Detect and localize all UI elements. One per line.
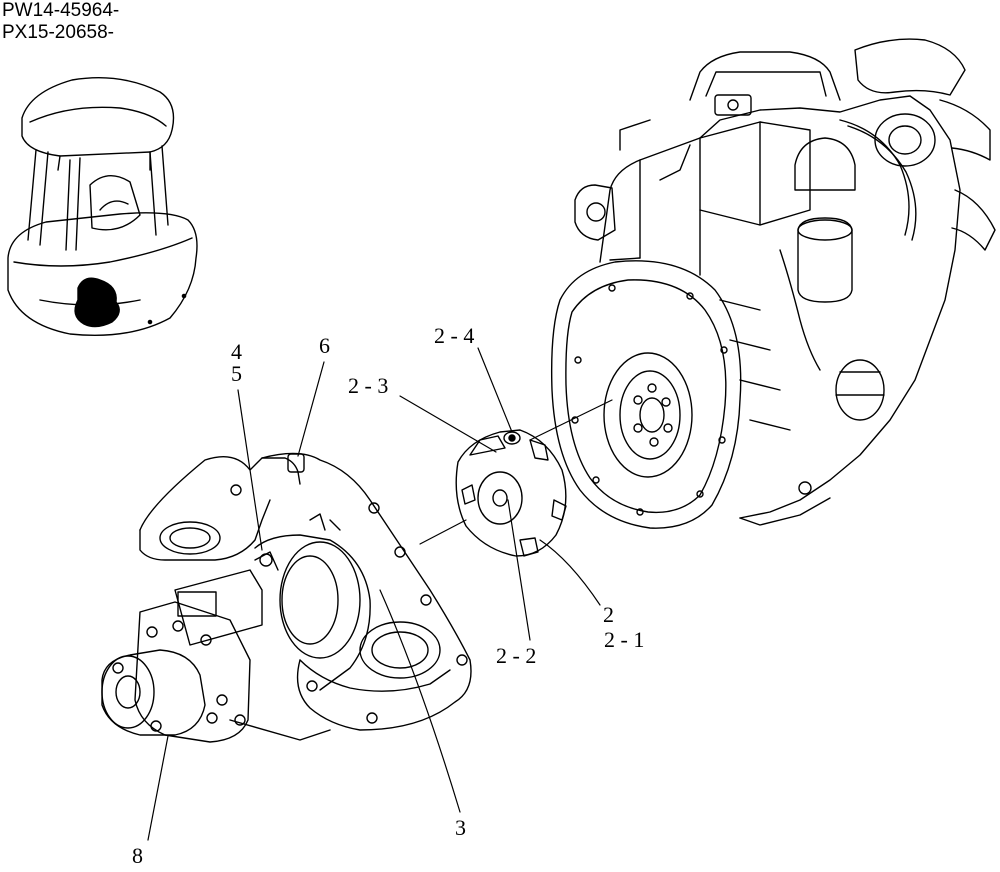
callout-3: 3 [455,815,466,840]
leader-lines [147,347,613,841]
axis-line-coupling-bracket [419,519,467,545]
callout-5: 5 [231,361,242,386]
callout-2: 2 [603,602,614,627]
callout-8: 8 [132,843,143,868]
serial-number-line-2: PX15-20658- [2,22,114,43]
leader-8 [147,735,169,841]
coupling-assembly [455,429,567,557]
callout-2-1: 2 - 1 [604,627,645,652]
hydraulic-pump [101,534,371,743]
leader-4-5 [237,389,263,551]
machine-locator-thumbnail [7,77,198,336]
callout-2-3: 2 - 3 [348,373,389,398]
serial-number-line-1: PW14-45964- [2,0,120,21]
callout-2-2: 2 - 2 [496,643,537,668]
callout-2-4: 2 - 4 [434,323,475,348]
callout-6: 6 [319,333,330,358]
leader-2-2 [507,499,531,641]
callout-4: 4 [231,339,242,364]
leader-6 [297,361,325,457]
engine-assembly [550,38,996,529]
leader-2-3 [399,395,497,453]
leader-2-4 [477,347,513,433]
leader-3 [379,589,461,813]
pump-mount-bracket [139,452,472,731]
leader-2 [539,539,601,606]
axis-line-engine-coupling [529,399,613,441]
